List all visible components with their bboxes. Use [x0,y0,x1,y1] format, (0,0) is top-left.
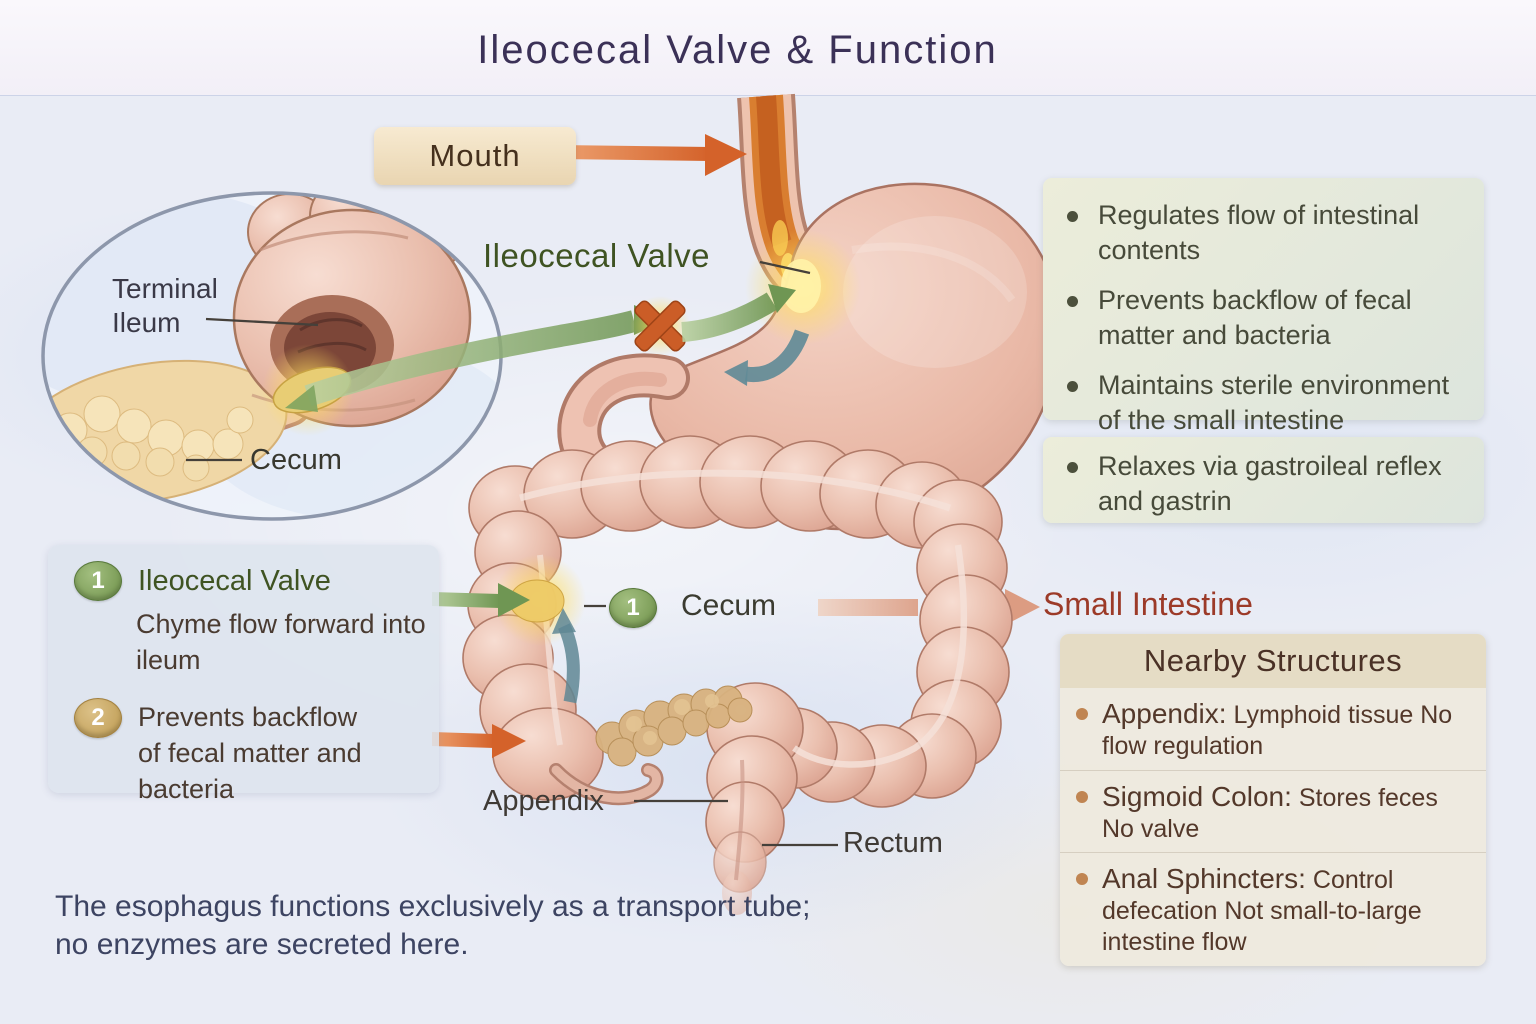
bullet-icon [1076,708,1088,720]
bullet-icon [1067,462,1078,473]
function-item: Relaxes via gastroileal reflex and gastr… [1065,449,1466,519]
regulation-panel: Regulates flow of intestinal contents Pr… [1043,178,1484,435]
nearby-item-anal-sphincters: Anal Sphincters:Control defecation Not s… [1060,852,1486,965]
structure-desc: Control defecation Not small-to-large in… [1102,866,1422,956]
step-1-description: Chyme flow forward into ileum [136,609,426,675]
structure-desc: Lymphoid tissue No flow regulation [1102,701,1453,761]
function-item: Prevents backflow of fecal matter and ba… [1065,283,1466,353]
nearby-item-sigmoid-colon: Sigmoid Colon:Stores feces No valve [1060,769,1486,853]
nearby-structures-title: Nearby Structures [1060,634,1486,688]
header-band [0,0,1536,95]
page-title: Ileocecal Valve & Function [477,28,998,72]
valve-functions-panel: 1 Ileocecal Valve Chyme flow forward int… [48,545,439,804]
function-item: Regulates flow of intestinal contents [1065,198,1466,268]
structure-term: Appendix: [1102,698,1227,729]
step-1-title: Ileocecal Valve [138,564,331,597]
bullet-icon [1067,381,1078,393]
structure-term: Anal Sphincters: [1102,863,1306,895]
structure-desc: Stores feces No valve [1102,783,1438,843]
step-2-description: Prevents backflow of fecal matter and ba… [138,702,362,804]
step-1-badge: 1 [74,561,122,601]
small-intestine-label: Small Intestine [1043,586,1253,622]
bullet-icon [1076,790,1088,803]
mouth-label-box: Mouth [374,127,576,185]
appendix-label: Appendix [483,785,604,817]
footnote-line-1: The esophagus functions exclusively as a… [55,890,811,923]
cecum-label: Cecum [681,589,777,622]
terminal-ileum-label: Terminal Ileum [112,273,218,338]
function-item: Maintains sterile environment of the sma… [1065,368,1466,438]
mouth-label: Mouth [429,138,521,173]
relax-panel: Relaxes via gastroileal reflex and gastr… [1043,437,1484,523]
cecum-inset-label: Cecum [250,444,342,476]
nearby-item-appendix: Appendix:Lymphoid tissue No flow regulat… [1060,688,1486,770]
step-2-badge: 2 [74,698,122,739]
step-2-row: 2 Prevents backflow of fecal matter and … [74,698,439,807]
cecum-number-badge: 1 [609,588,657,628]
bullet-icon [1067,296,1078,308]
bullet-icon [1076,873,1088,886]
esophagus-footnote: The esophagus functions exclusively as a… [55,888,810,964]
footnote-line-2: no enzymes are secreted here. [55,928,469,962]
nearby-structures-panel: Nearby Structures Appendix:Lymphoid tiss… [1060,634,1486,966]
structure-term: Sigmoid Colon: [1102,780,1292,812]
ileocecal-valve-label: Ileocecal Valve [483,237,711,274]
bullet-icon [1067,211,1078,222]
rectum-label: Rectum [843,827,943,859]
step-1-row: 1 Ileocecal Valve [74,561,439,601]
